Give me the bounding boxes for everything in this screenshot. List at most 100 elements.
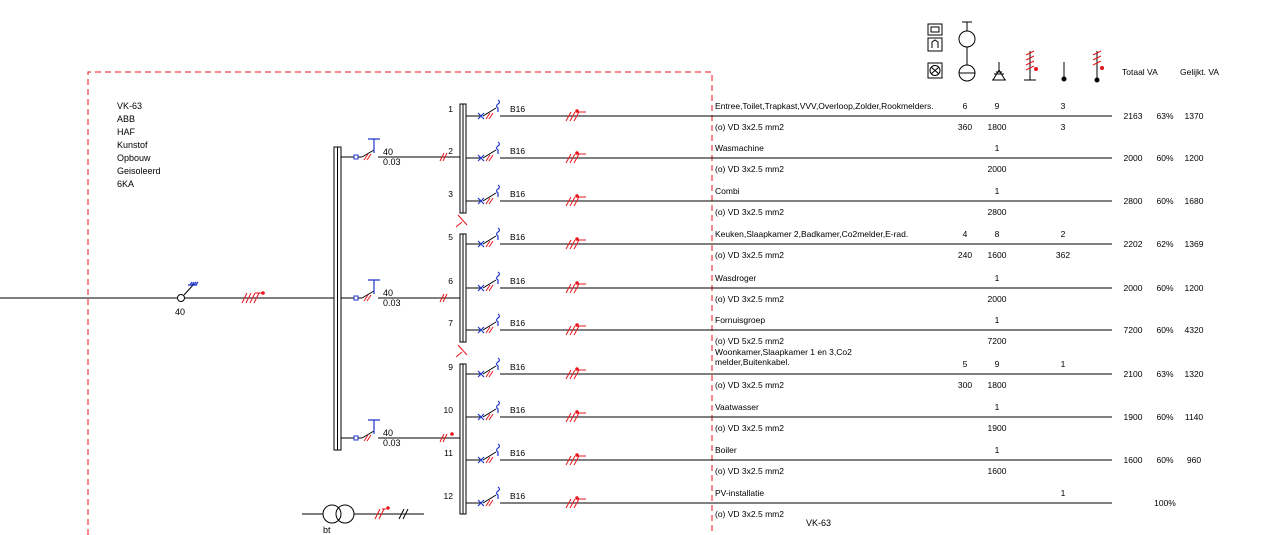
main-supply: 40 (0, 281, 334, 317)
count-sockets: 1 (995, 402, 1000, 412)
group-description: Keuken,Slaapkamer 2,Badkamer,Co2melder,E… (715, 229, 908, 239)
count-sockets: 8 (995, 229, 1000, 239)
main-rating: 40 (175, 307, 185, 317)
rcd-marks (363, 153, 372, 161)
simultaneity: 62% (1156, 239, 1173, 249)
total-va: 2202 (1124, 239, 1143, 249)
cable-dot (575, 410, 579, 414)
column-headers: Totaal VA Gelijkt. VA (1122, 67, 1219, 77)
breaker-rating: B16 (510, 276, 525, 286)
breaker-cross-icon (477, 197, 485, 205)
breaker-coil-icon (495, 443, 501, 456)
breaker-lever (482, 365, 497, 375)
rcd-lever (361, 430, 375, 439)
panel-info-line: ABB (117, 114, 135, 124)
group-description: Vaatwasser (715, 402, 759, 412)
count-other: 2 (1061, 229, 1066, 239)
simultaneous-va: 1200 (1185, 283, 1204, 293)
total-va: 2800 (1124, 196, 1143, 206)
breaker-rating: B16 (510, 405, 525, 415)
breaker-marks (485, 154, 494, 162)
simultaneity: 60% (1156, 325, 1173, 335)
cable-type: (o) VD 3x2.5 mm2 (715, 466, 784, 476)
va-sockets: 1600 (988, 250, 1007, 260)
rcd-unit: 400.03 (341, 279, 460, 308)
breaker-coil-icon (495, 184, 501, 197)
cable-type: (o) VD 3x2.5 mm2 (715, 164, 784, 174)
count-other: 3 (1061, 101, 1066, 111)
breaker-rating: B16 (510, 491, 525, 501)
cable-phase-marks (565, 283, 580, 294)
cable-phase-marks (565, 196, 580, 207)
cable-type: (o) VD 3x2.5 mm2 (715, 207, 784, 217)
simultaneous-va: 1320 (1185, 369, 1204, 379)
cable-phase-marks (565, 153, 580, 164)
cable-type: (o) VD 3x2.5 mm2 (715, 250, 784, 260)
cable-phase-marks (565, 455, 580, 466)
group-number: 9 (448, 362, 453, 372)
rcd-out-marks (439, 433, 448, 443)
breaker-marks (485, 284, 494, 292)
breaker-lever (482, 321, 497, 331)
total-va: 2100 (1124, 369, 1143, 379)
breaker-coil-icon (495, 99, 501, 112)
breaker-rating: B16 (510, 189, 525, 199)
total-va: 7200 (1124, 325, 1143, 335)
group-number: 12 (444, 491, 454, 501)
breaker-lever (482, 494, 497, 504)
count-sockets: 1 (995, 273, 1000, 283)
heater-hatch (1025, 50, 1035, 71)
header-gelijkt: Gelijkt. VA (1180, 67, 1219, 77)
va-lamps: 360 (958, 122, 972, 132)
rcd-test-icon (353, 295, 359, 301)
panel-info-line: 6KA (117, 179, 134, 189)
breaker-lever (482, 451, 497, 461)
pv-dot (1100, 66, 1104, 70)
count-other: 1 (1061, 359, 1066, 369)
breaker-cross-icon (477, 112, 485, 120)
breaker-coil-icon (495, 400, 501, 413)
socket-box-icon (927, 37, 943, 52)
count-lamps: 6 (963, 101, 968, 111)
cable-type: (o) VD 3x2.5 mm2 (715, 380, 784, 390)
group-description: Fornuisgroep (715, 315, 765, 325)
simultaneity: 63% (1156, 111, 1173, 121)
cable-phase-marks (565, 412, 580, 423)
symbol-legend (927, 21, 1104, 83)
group-number: 11 (444, 448, 453, 458)
cable-dot (575, 323, 579, 327)
breaker-cross-icon (477, 456, 485, 464)
rcd-trip-icon (368, 279, 380, 294)
transformer-output-marks (398, 508, 409, 520)
breaker-lever (482, 107, 497, 117)
va-other: 3 (1061, 122, 1066, 132)
rcd-rating: 40 (383, 428, 393, 438)
simultaneity: 60% (1156, 196, 1173, 206)
va-sockets: 7200 (988, 336, 1007, 346)
rcd-sensitivity: 0.03 (383, 438, 401, 448)
group-number: 3 (448, 189, 453, 199)
breaker-rating: B16 (510, 104, 525, 114)
group-description: Entree,Toilet,Trapkast,VVV,Overloop,Zold… (715, 101, 934, 111)
pv-hatch (1092, 50, 1102, 66)
total-va: 2000 (1124, 153, 1143, 163)
header-totaal: Totaal VA (1122, 67, 1158, 77)
breaker-rating: B16 (510, 146, 525, 156)
simultaneity: 63% (1156, 369, 1173, 379)
breaker-coil-icon (495, 141, 501, 154)
rcd-out-marks (439, 152, 448, 162)
transformer-coil-icon (335, 504, 355, 524)
cable-phase-marks (565, 498, 580, 509)
panel-outline (87, 71, 713, 535)
breaker-marks (485, 240, 494, 248)
va-sockets: 2000 (988, 294, 1007, 304)
breaker-cross-icon (477, 413, 485, 421)
rcd-lever (361, 149, 375, 158)
va-sockets: 1800 (988, 380, 1007, 390)
count-sockets: 1 (995, 445, 1000, 455)
simultaneous-va: 1140 (1185, 412, 1204, 422)
